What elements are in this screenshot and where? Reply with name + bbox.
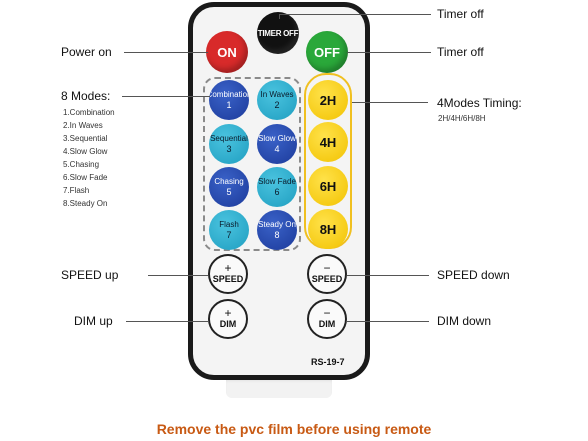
mode-number: 8	[274, 230, 280, 240]
pvc-film-note: Remove the pvc film before using remote	[156, 421, 432, 437]
modes-list-item: 3.Sequential	[63, 134, 108, 143]
callout-line-dim-down	[347, 321, 429, 322]
mode-number: 2	[274, 100, 280, 110]
mode-number: 7	[226, 230, 232, 240]
label-timing-title: 4Modes Timing:	[437, 96, 522, 110]
callout-line-timer-off-top	[279, 14, 431, 15]
callout-line-power-on	[124, 52, 208, 53]
label-speed-down: SPEED down	[437, 268, 510, 282]
mode-number: 6	[274, 187, 280, 197]
mode-number: 5	[226, 187, 232, 197]
callout-line-speed-up	[148, 275, 208, 276]
label-modes-title: 8 Modes:	[61, 89, 111, 103]
modes-list-item: 6.Slow Fade	[63, 173, 108, 182]
label-timer-off-right: Timer off	[437, 45, 484, 59]
mode-button-sequential[interactable]: Sequential 3	[209, 124, 249, 164]
speed-up-button[interactable]: + SPEED	[208, 254, 248, 294]
label-speed-up: SPEED up	[61, 268, 119, 282]
mode-button-combination[interactable]: Combination 1	[209, 80, 249, 120]
timer-6h-button[interactable]: 6H	[308, 166, 348, 206]
label-dim-down: DIM down	[437, 314, 492, 328]
callout-line-modes	[122, 96, 210, 97]
mode-label: Sequential	[210, 134, 248, 143]
plus-icon: +	[224, 261, 232, 275]
modes-list-item: 8.Steady On	[63, 199, 108, 208]
minus-icon: −	[323, 261, 331, 275]
timer-4h-button[interactable]: 4H	[308, 122, 348, 162]
timer-2h-button[interactable]: 2H	[308, 80, 348, 120]
callout-line-dim-up	[126, 321, 208, 322]
label-timer-off-top: Timer off	[437, 7, 484, 21]
modes-list-item: 5.Chasing	[63, 160, 100, 169]
plus-icon: +	[224, 306, 232, 320]
label-power-on: Power on	[61, 45, 112, 59]
modes-list-item: 2.In Waves	[63, 121, 103, 130]
callout-line-timer-off-right	[347, 52, 431, 53]
speed-label: SPEED	[311, 274, 343, 284]
modes-list-item: 7.Flash	[63, 186, 90, 195]
mode-button-flash[interactable]: Flash 7	[209, 210, 249, 250]
power-off-timer-button[interactable]: OFF	[306, 31, 348, 73]
mode-button-slow-glow[interactable]: Slow Glow 4	[257, 124, 297, 164]
mode-label: Slow Fade	[258, 177, 296, 186]
model-number: RS-19-7	[311, 357, 345, 367]
mode-label: Flash	[219, 220, 239, 229]
dim-down-button[interactable]: − DIM	[307, 299, 347, 339]
callout-line-timing	[352, 102, 428, 103]
speed-down-button[interactable]: − SPEED	[307, 254, 347, 294]
label-dim-up: DIM up	[74, 314, 113, 328]
minus-icon: −	[323, 306, 331, 320]
dim-label: DIM	[318, 319, 336, 329]
mode-label: Steady On	[258, 220, 296, 229]
timer-8h-button[interactable]: 8H	[308, 209, 348, 249]
modes-group-outline	[203, 77, 301, 251]
modes-list: 1.Combination 2.In Waves 3.Sequential 4.…	[63, 106, 115, 210]
mode-label: Combination	[209, 90, 249, 99]
callout-line-timer-off-top-drop	[279, 14, 280, 19]
mode-button-slow-fade[interactable]: Slow Fade 6	[257, 167, 297, 207]
label-timing-sub: 2H/4H/6H/8H	[438, 114, 486, 123]
mode-number: 3	[226, 144, 232, 154]
mode-button-steady-on[interactable]: Steady On 8	[257, 210, 297, 250]
mode-button-in-waves[interactable]: In Waves 2	[257, 80, 297, 120]
callout-line-speed-down	[347, 275, 429, 276]
pvc-film-tab[interactable]	[226, 378, 332, 398]
mode-number: 1	[226, 100, 232, 110]
mode-label: In Waves	[260, 90, 294, 99]
power-on-button[interactable]: ON	[206, 31, 248, 73]
mode-label: Slow Glow	[258, 134, 296, 143]
speed-label: SPEED	[212, 274, 244, 284]
mode-button-chasing[interactable]: Chasing 5	[209, 167, 249, 207]
mode-number: 4	[274, 144, 280, 154]
modes-list-item: 1.Combination	[63, 108, 115, 117]
dim-label: DIM	[219, 319, 237, 329]
modes-list-item: 4.Slow Glow	[63, 147, 108, 156]
mode-label: Chasing	[214, 177, 244, 186]
timer-off-center-button[interactable]: TIMER OFF	[257, 12, 299, 54]
dim-up-button[interactable]: + DIM	[208, 299, 248, 339]
